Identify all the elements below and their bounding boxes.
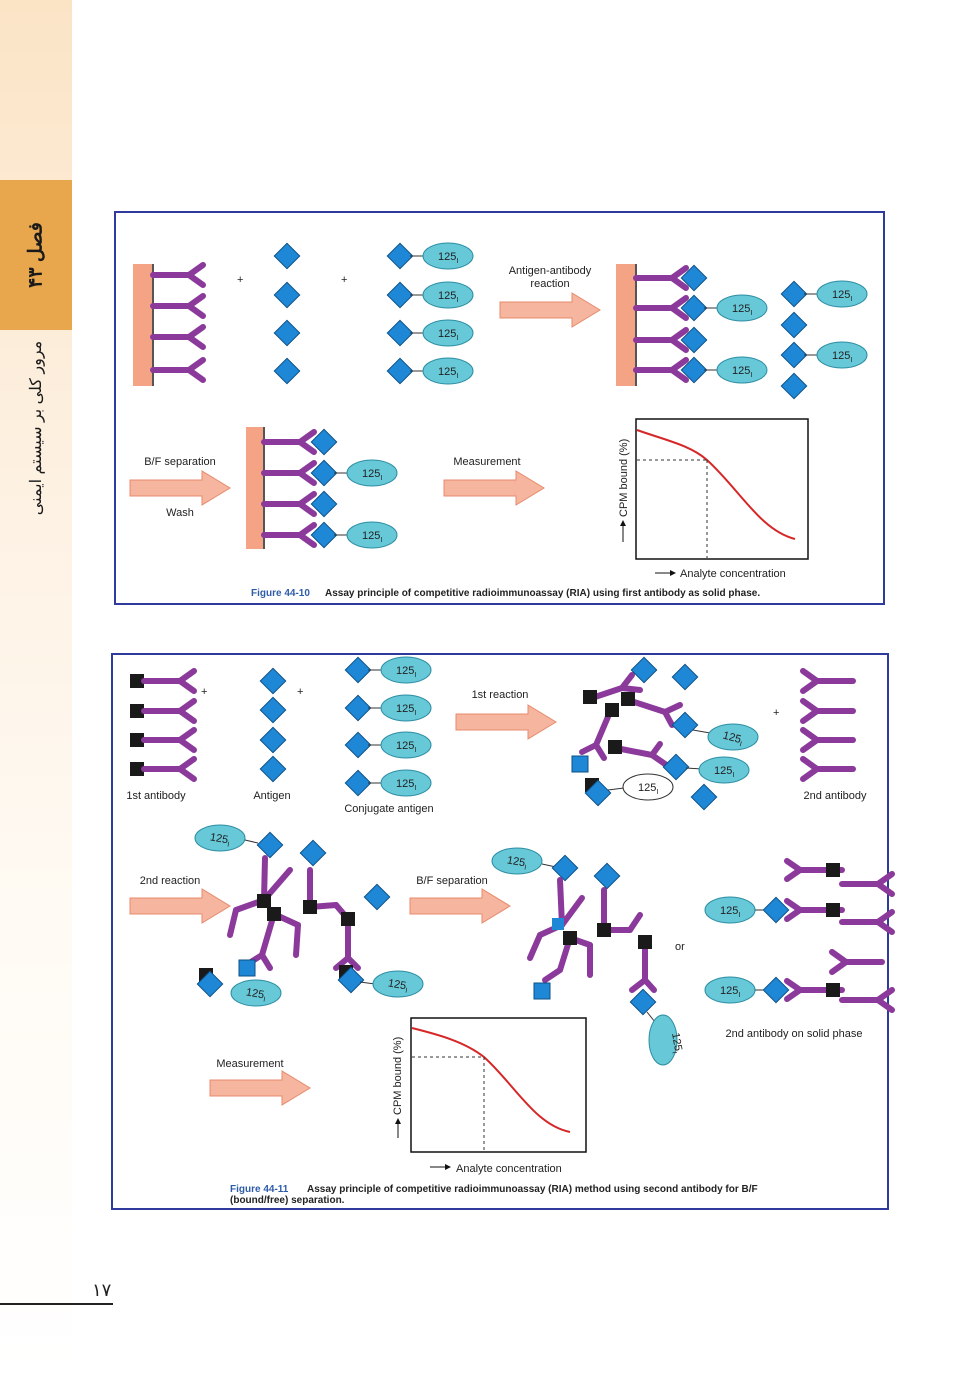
arrow-label: Measurement: [216, 1058, 283, 1070]
label-125i: 125I: [396, 740, 416, 754]
label-125i: 125I: [438, 328, 458, 342]
conjugate-antigen-label: Conjugate antigen: [344, 803, 433, 815]
label-125i: 125I: [438, 366, 458, 380]
label-125i: 125I: [732, 365, 752, 379]
antigen-label: Antigen: [253, 790, 290, 802]
arrow-label: Antigen-antibody: [509, 265, 592, 277]
arrow-label: B/F separation: [416, 875, 488, 887]
second-reaction-complex: [194, 824, 424, 1007]
figure-caption: Assay principle of competitive radioimmu…: [307, 1184, 758, 1195]
plus-sign: +: [237, 274, 243, 286]
second-antibody-label: 2nd antibody: [804, 790, 867, 802]
arrow-label: 2nd reaction: [140, 875, 201, 887]
label-125i: 125I: [832, 289, 852, 303]
graph-frame: [410, 1017, 587, 1153]
bf-separation-arrow: [409, 888, 511, 924]
solid-phase: [246, 427, 264, 549]
figure-label: Figure 44-11: [230, 1184, 289, 1195]
solid-phase: [133, 264, 153, 386]
page-number: ۱۷: [92, 1280, 112, 1300]
label-125i: 125I: [732, 303, 752, 317]
label-125i: 125I: [714, 765, 734, 779]
label-125i: 125I: [638, 782, 658, 796]
first-antibody-group: [130, 671, 194, 779]
label-125i: 125I: [832, 350, 852, 364]
figure-label: Figure 44-10: [251, 588, 310, 599]
label-125i: 125I: [720, 985, 740, 999]
label-125i: 125I: [438, 251, 458, 265]
label-125i: 125I: [396, 778, 416, 792]
graph-frame: [635, 418, 809, 560]
graph-xlabel: Analyte concentration: [680, 568, 786, 580]
label-125i: 125I: [396, 665, 416, 679]
graph-xlabel: Analyte concentration: [456, 1163, 562, 1175]
label-125i: 125I: [362, 468, 382, 482]
second-antibody-solid-label: 2nd antibody on solid phase: [726, 1028, 863, 1040]
chapter-tab: [0, 180, 72, 330]
first-antibody-label: 1st antibody: [126, 790, 186, 802]
page-number-rule: [0, 1303, 113, 1305]
graph-ylabel: CPM bound (%): [392, 1037, 404, 1115]
label-125i: 125I: [720, 905, 740, 919]
plus-sign: +: [297, 686, 303, 698]
label-125i: 125I: [362, 530, 382, 544]
plus-sign: +: [201, 686, 207, 698]
bf-separation-complex: [491, 847, 678, 1066]
label-125i: 125I: [396, 703, 416, 717]
antigen: [571, 755, 589, 773]
labeled-antigen-column: [386, 242, 474, 385]
second-antibody-group: [803, 671, 853, 779]
figure-caption-line2: (bound/free) separation.: [230, 1195, 345, 1206]
solid-phase: [616, 264, 636, 386]
or-label: or: [675, 941, 685, 953]
figure-44-10-panel: [114, 211, 885, 605]
arrow-label: reaction: [530, 278, 569, 290]
arrow-label: 1st reaction: [472, 689, 529, 701]
first-reaction-arrow: [455, 704, 557, 740]
figure-caption: Assay principle of competitive radioimmu…: [325, 588, 760, 599]
arrow-label: Measurement: [453, 456, 520, 468]
second-antibody-solid-phase: [704, 858, 892, 1010]
measurement-arrow: [209, 1070, 311, 1106]
graph-ylabel: CPM bound (%): [618, 439, 630, 517]
label-125i: 125I: [438, 290, 458, 304]
conjugate-antigen-group: [344, 656, 432, 797]
standard-curve: [636, 429, 796, 540]
first-reaction-complexes: [571, 656, 759, 811]
plus-sign: +: [341, 274, 347, 286]
arrow-label: Wash: [166, 507, 194, 519]
second-reaction-arrow: [129, 888, 231, 924]
arrow-label: B/F separation: [144, 456, 216, 468]
plus-sign: +: [773, 707, 779, 719]
standard-curve: [411, 1027, 571, 1133]
